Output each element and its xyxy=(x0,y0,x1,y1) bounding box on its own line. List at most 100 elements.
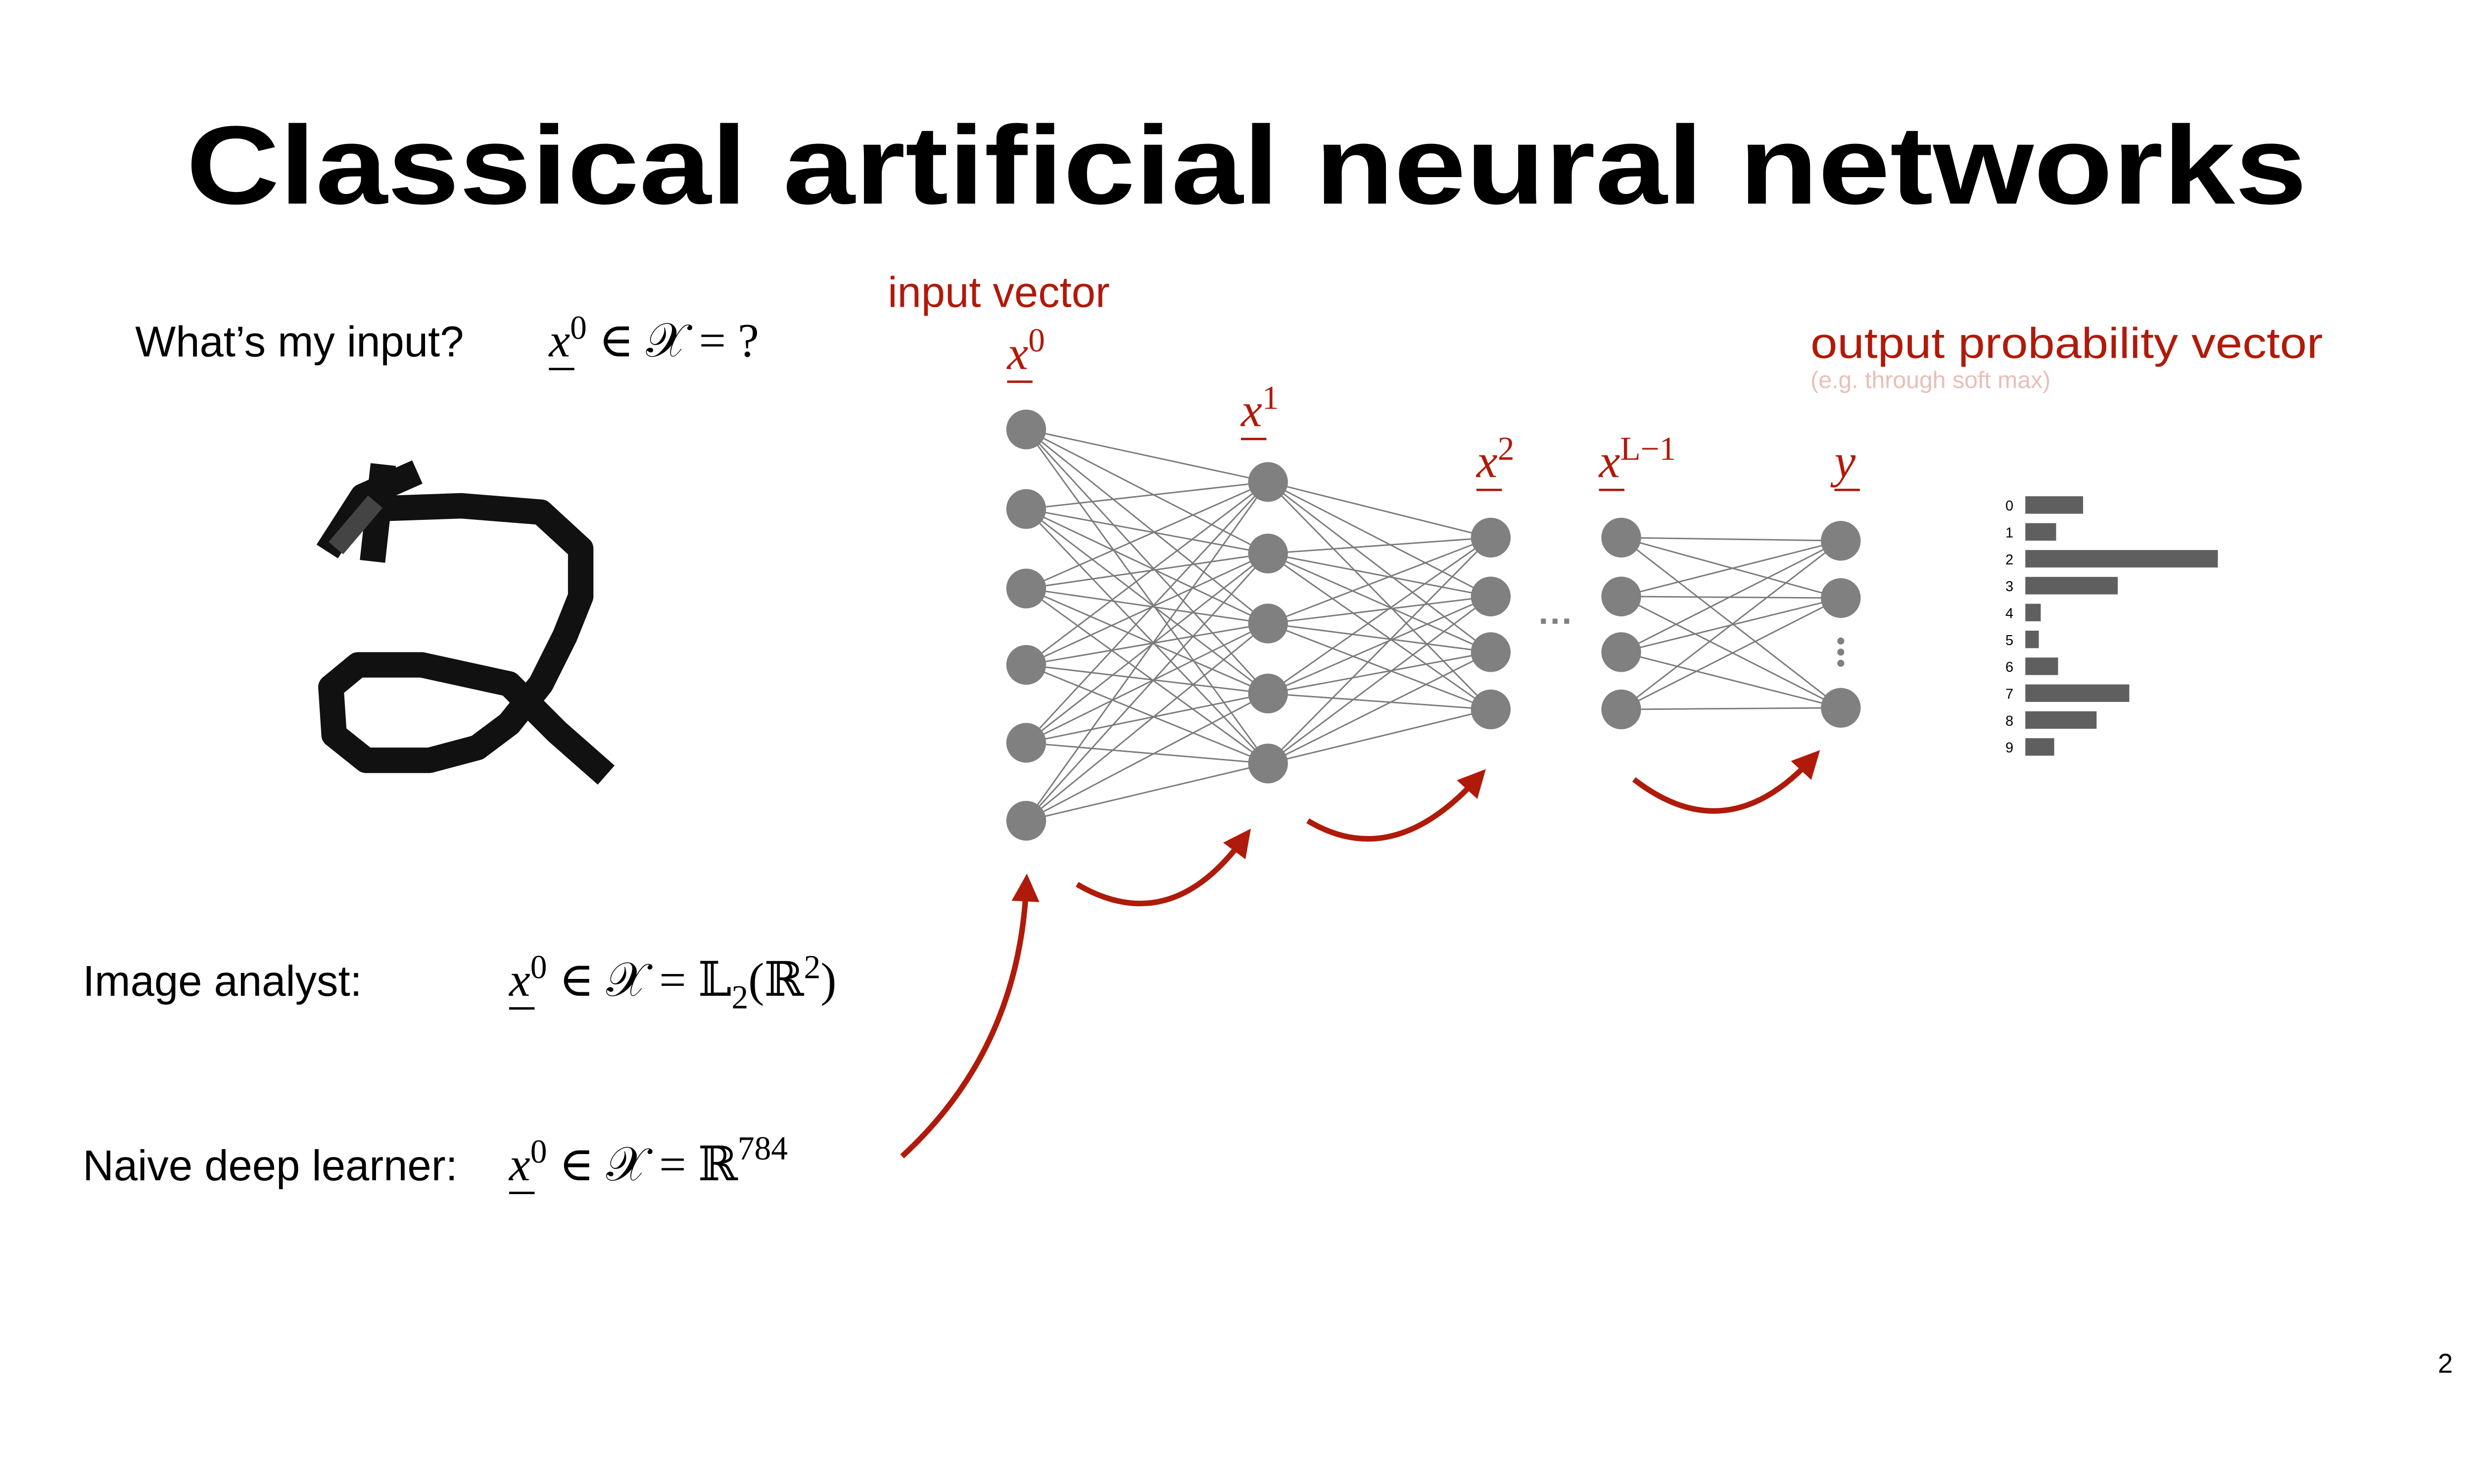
bar-category-label: 1 xyxy=(2005,525,2013,541)
bar-category-label: 9 xyxy=(2005,740,2013,756)
neuron-node xyxy=(1471,576,1511,616)
connection-line xyxy=(1025,481,1269,743)
connection-line xyxy=(1026,508,1268,555)
connection-line xyxy=(1621,651,1841,709)
probability-bar xyxy=(2025,550,2218,568)
connection-line xyxy=(1026,508,1269,695)
input-arrow xyxy=(900,874,1040,1159)
layer-arrow xyxy=(1632,750,1820,814)
layer-label: y xyxy=(1830,435,1856,488)
neuron-node xyxy=(1471,632,1511,672)
connection-line xyxy=(1620,596,1841,709)
probability-bar xyxy=(2025,577,2118,595)
neuron-node xyxy=(1248,462,1288,502)
connection-line xyxy=(1026,693,1268,744)
connection-line xyxy=(1267,537,1491,764)
probability-bar xyxy=(2025,684,2130,702)
connection-line xyxy=(1026,588,1269,695)
layer-label: x0 xyxy=(1006,322,1045,379)
connection-line xyxy=(1267,481,1491,710)
connection-line xyxy=(1620,597,1841,710)
bar-category-label: 3 xyxy=(2005,579,2013,595)
connection-line xyxy=(1268,596,1491,624)
connection-line xyxy=(1026,508,1269,624)
probability-bar xyxy=(2025,496,2083,514)
connection-line xyxy=(1026,588,1269,764)
image-analyst-label: Image analyst: xyxy=(83,957,362,1005)
probability-bar xyxy=(2025,523,2056,541)
probability-bar xyxy=(2025,738,2054,756)
connection-line xyxy=(1267,537,1491,695)
connection-line xyxy=(1026,429,1269,624)
connection-line xyxy=(1026,693,1269,822)
connection-line xyxy=(1267,596,1491,764)
bar-category-label: 7 xyxy=(2005,687,2013,702)
bar-category-label: 8 xyxy=(2005,713,2013,729)
naive-learner-label: Naive deep learner: xyxy=(83,1142,458,1190)
layer-arrow xyxy=(1306,769,1486,842)
neuron-node xyxy=(1006,645,1047,685)
bar-category-label: 0 xyxy=(2005,498,2013,514)
neuron-node xyxy=(1821,578,1861,618)
connection-line xyxy=(1621,537,1841,599)
connection-line xyxy=(1026,481,1269,590)
neuron-node xyxy=(1601,576,1641,616)
connection-line xyxy=(1268,481,1491,539)
neuron-node xyxy=(1006,409,1047,450)
connection-line xyxy=(1026,623,1269,822)
connection-line xyxy=(1268,553,1491,598)
connection-line xyxy=(1025,481,1269,822)
neuron-node xyxy=(1601,517,1641,558)
connection-line xyxy=(1026,553,1269,743)
neuron-node xyxy=(1248,533,1288,574)
input-question-math: x0 ∈ 𝒳 = ? xyxy=(548,309,759,367)
probability-bar xyxy=(2025,711,2097,729)
output-vertical-ellipsis xyxy=(1837,637,1845,667)
connection-line xyxy=(1026,664,1268,695)
connection-line xyxy=(1025,553,1269,822)
connection-line xyxy=(1268,596,1491,695)
connection-line xyxy=(1268,481,1491,598)
input-question: What’s my input? xyxy=(135,318,464,366)
connection-line xyxy=(1026,553,1268,590)
connection-line xyxy=(1268,537,1491,624)
connection-line xyxy=(1268,693,1491,710)
bar-category-label: 2 xyxy=(2005,552,2013,568)
connection-line xyxy=(1025,508,1269,764)
connection-line xyxy=(1267,553,1491,710)
probability-bar xyxy=(2025,603,2041,621)
neuron-node xyxy=(1601,632,1641,672)
neuron-node xyxy=(1006,723,1047,763)
slide: Classical artificial neural networks Wha… xyxy=(83,103,2453,1379)
connection-line xyxy=(1267,481,1491,653)
neuron-node xyxy=(1821,688,1861,728)
neuron-node xyxy=(1601,689,1641,730)
connection-line xyxy=(1268,708,1491,764)
connection-line xyxy=(1026,762,1269,822)
layer-label: x1 xyxy=(1240,379,1279,436)
slide-title: Classical artificial neural networks xyxy=(186,103,2307,228)
page-number: 2 xyxy=(2438,1348,2453,1379)
neuron-node xyxy=(1471,689,1511,730)
connection-line xyxy=(1268,623,1491,653)
neuron-node xyxy=(1006,568,1047,608)
connection-line xyxy=(1025,429,1269,764)
connection-line xyxy=(1620,537,1842,709)
neuron-node xyxy=(1006,489,1047,529)
neuron-node xyxy=(1821,521,1861,561)
output-vector-label: output probability vector xyxy=(1810,319,2323,367)
neuron-node xyxy=(1248,673,1288,714)
connection-line xyxy=(1026,481,1268,510)
input-vector-label: input vector xyxy=(888,269,1110,317)
connection-line xyxy=(1026,664,1269,764)
connection-line xyxy=(1621,540,1841,598)
connection-line xyxy=(1026,481,1269,666)
connection-line xyxy=(1026,623,1268,666)
connection-line xyxy=(1026,742,1268,764)
layers-ellipsis: ··· xyxy=(1538,602,1573,641)
naive-learner-math: x0 ∈ 𝒳 = ℝ784 xyxy=(508,1130,788,1191)
connection-line xyxy=(1268,537,1491,555)
neuron-node xyxy=(1248,603,1288,644)
connection-line xyxy=(1620,540,1841,653)
